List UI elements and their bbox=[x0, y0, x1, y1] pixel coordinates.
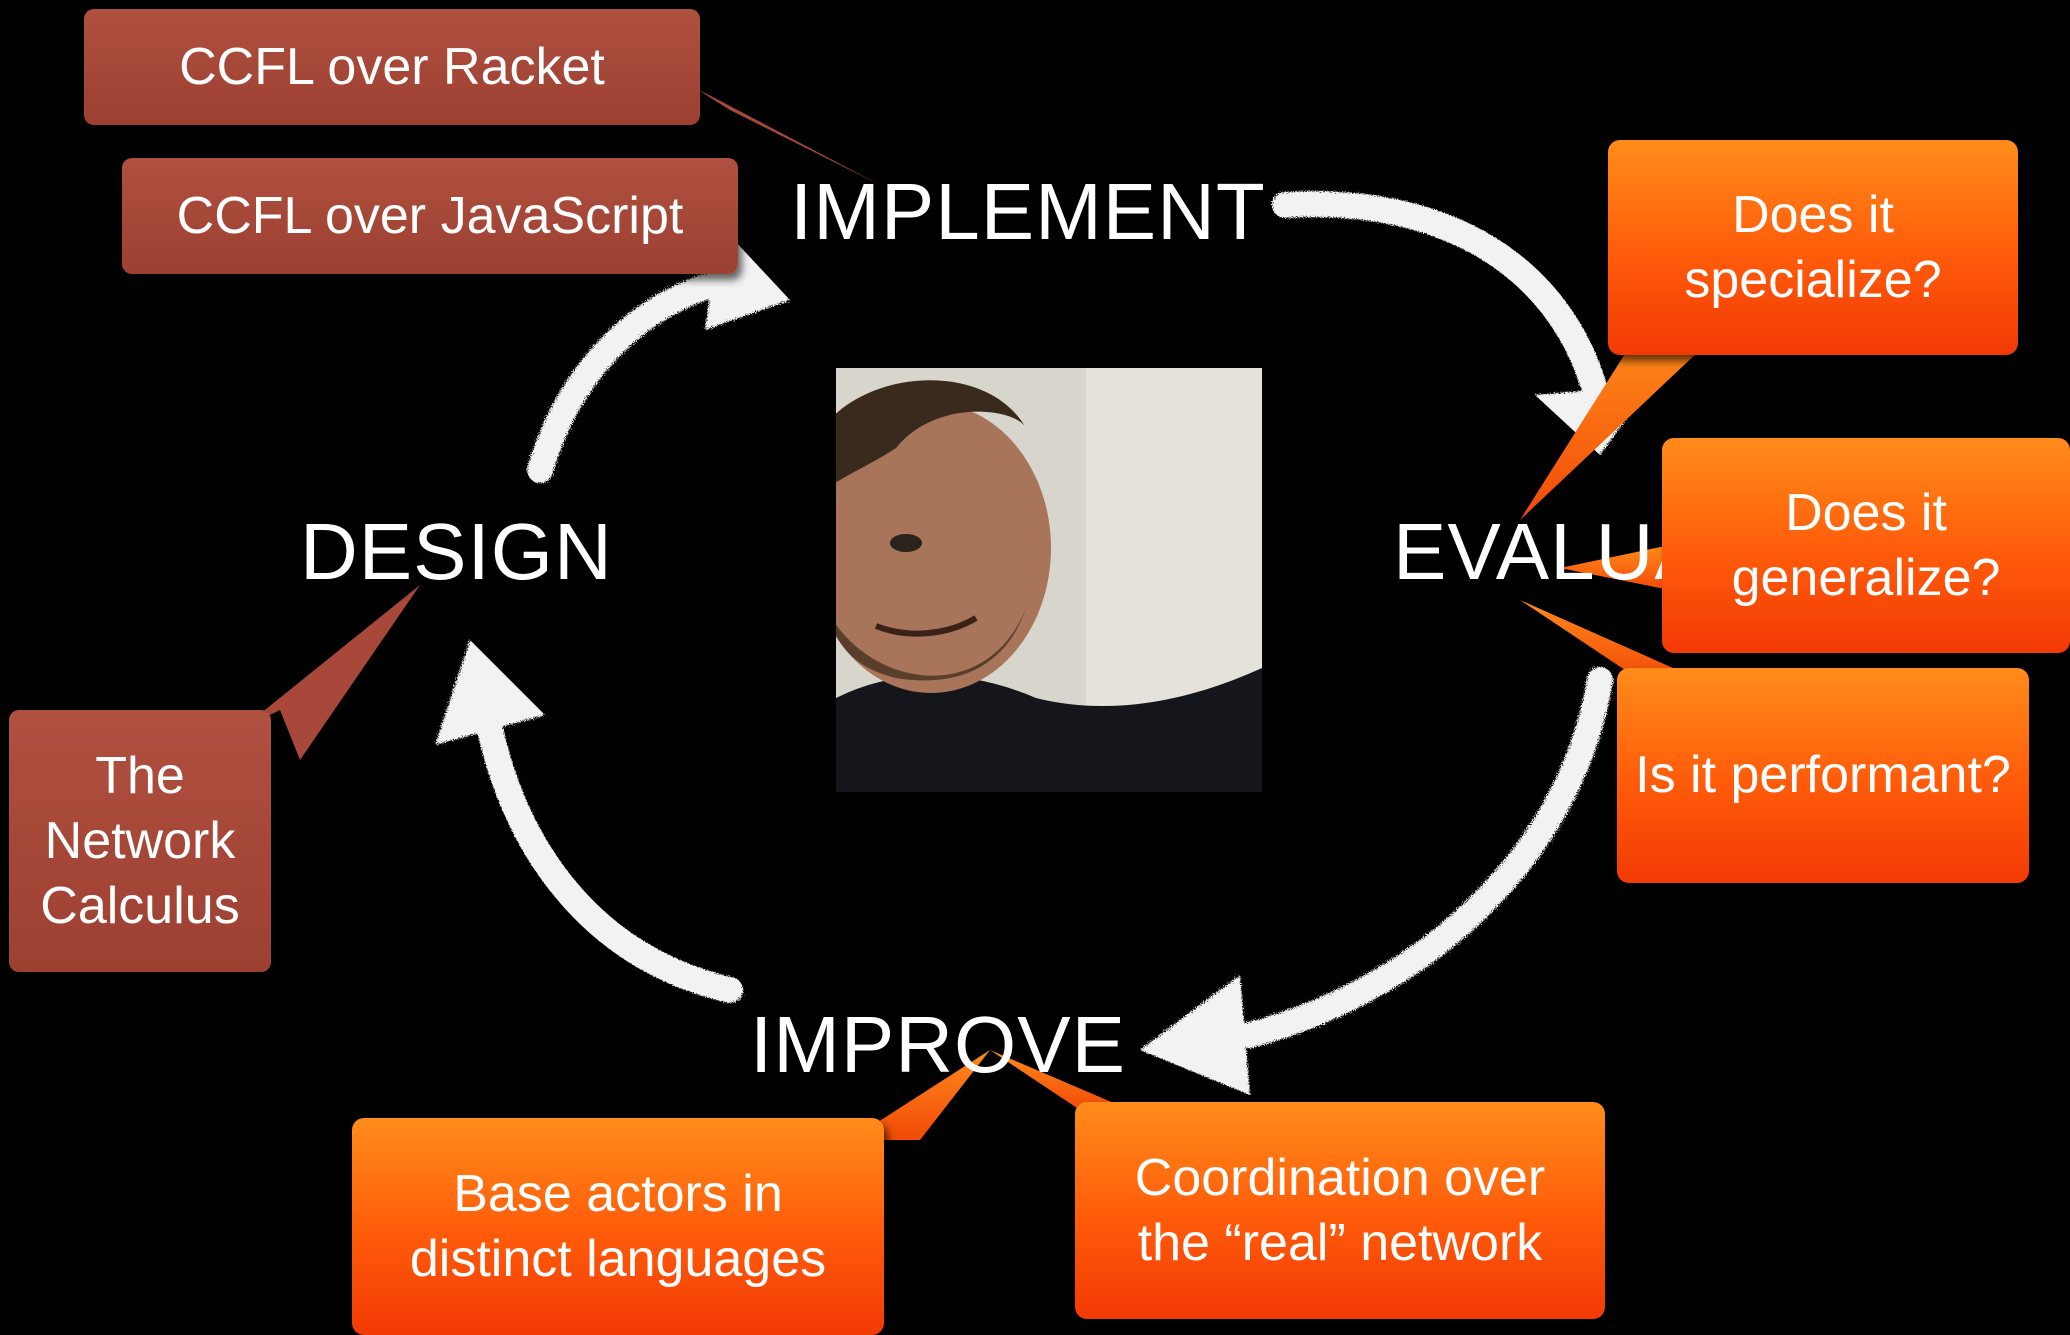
callout-base-actors-line2: distinct languages bbox=[409, 1229, 827, 1288]
callout-ccfl-javascript-text: CCFL over JavaScript bbox=[176, 186, 684, 245]
tail-ccfl-racket bbox=[690, 85, 880, 185]
tail-coordination bbox=[990, 1050, 1130, 1110]
callout-base-actors: Base actors in distinct languages bbox=[352, 1118, 884, 1335]
stage-improve: IMPROVE bbox=[750, 1000, 1126, 1089]
stage-design: DESIGN bbox=[300, 507, 613, 596]
callout-performant: Is it performant? bbox=[1617, 668, 2029, 883]
callout-specialize-line2: specialize? bbox=[1684, 250, 1942, 309]
callout-base-actors-line1: Base actors in bbox=[453, 1164, 783, 1223]
callout-coordination-line2: the “real” network bbox=[1137, 1213, 1543, 1272]
arrow-head-improve bbox=[1140, 975, 1250, 1095]
arrow-implement-to-evaluate bbox=[1272, 191, 1608, 403]
callout-specialize-line1: Does it bbox=[1732, 185, 1894, 244]
arrow-design-to-implement bbox=[527, 267, 743, 483]
arrow-improve-to-design bbox=[477, 717, 743, 1003]
callout-network-calculus: The Network Calculus bbox=[9, 710, 271, 972]
tail-specialize bbox=[1520, 330, 1700, 520]
callout-generalize: Does it generalize? bbox=[1662, 438, 2070, 653]
tail-performant bbox=[1520, 600, 1700, 680]
stage-implement: IMPLEMENT bbox=[790, 167, 1266, 256]
callout-network-calculus-line1: The bbox=[95, 746, 185, 805]
callout-generalize-line2: generalize? bbox=[1731, 548, 2001, 607]
callout-ccfl-javascript: CCFL over JavaScript bbox=[122, 158, 738, 274]
callout-performant-text: Is it performant? bbox=[1635, 746, 2011, 804]
callout-ccfl-racket-text: CCFL over Racket bbox=[179, 37, 605, 96]
callout-specialize: Does it specialize? bbox=[1608, 140, 2018, 355]
tail-generalize bbox=[1560, 545, 1670, 590]
callout-ccfl-racket: CCFL over Racket bbox=[84, 9, 700, 125]
tail-network-calculus bbox=[240, 585, 420, 760]
person-photo bbox=[836, 368, 1262, 792]
callout-network-calculus-line3: Calculus bbox=[40, 876, 240, 935]
arrow-head-design bbox=[435, 640, 545, 745]
callout-generalize-line1: Does it bbox=[1785, 483, 1947, 542]
callout-coordination: Coordination over the “real” network bbox=[1075, 1102, 1605, 1319]
arrow-evaluate-to-improve bbox=[1237, 667, 1613, 1048]
tail-base-actors bbox=[850, 1050, 990, 1140]
callout-network-calculus-line2: Network bbox=[44, 811, 236, 870]
callout-coordination-line1: Coordination over bbox=[1134, 1148, 1546, 1207]
